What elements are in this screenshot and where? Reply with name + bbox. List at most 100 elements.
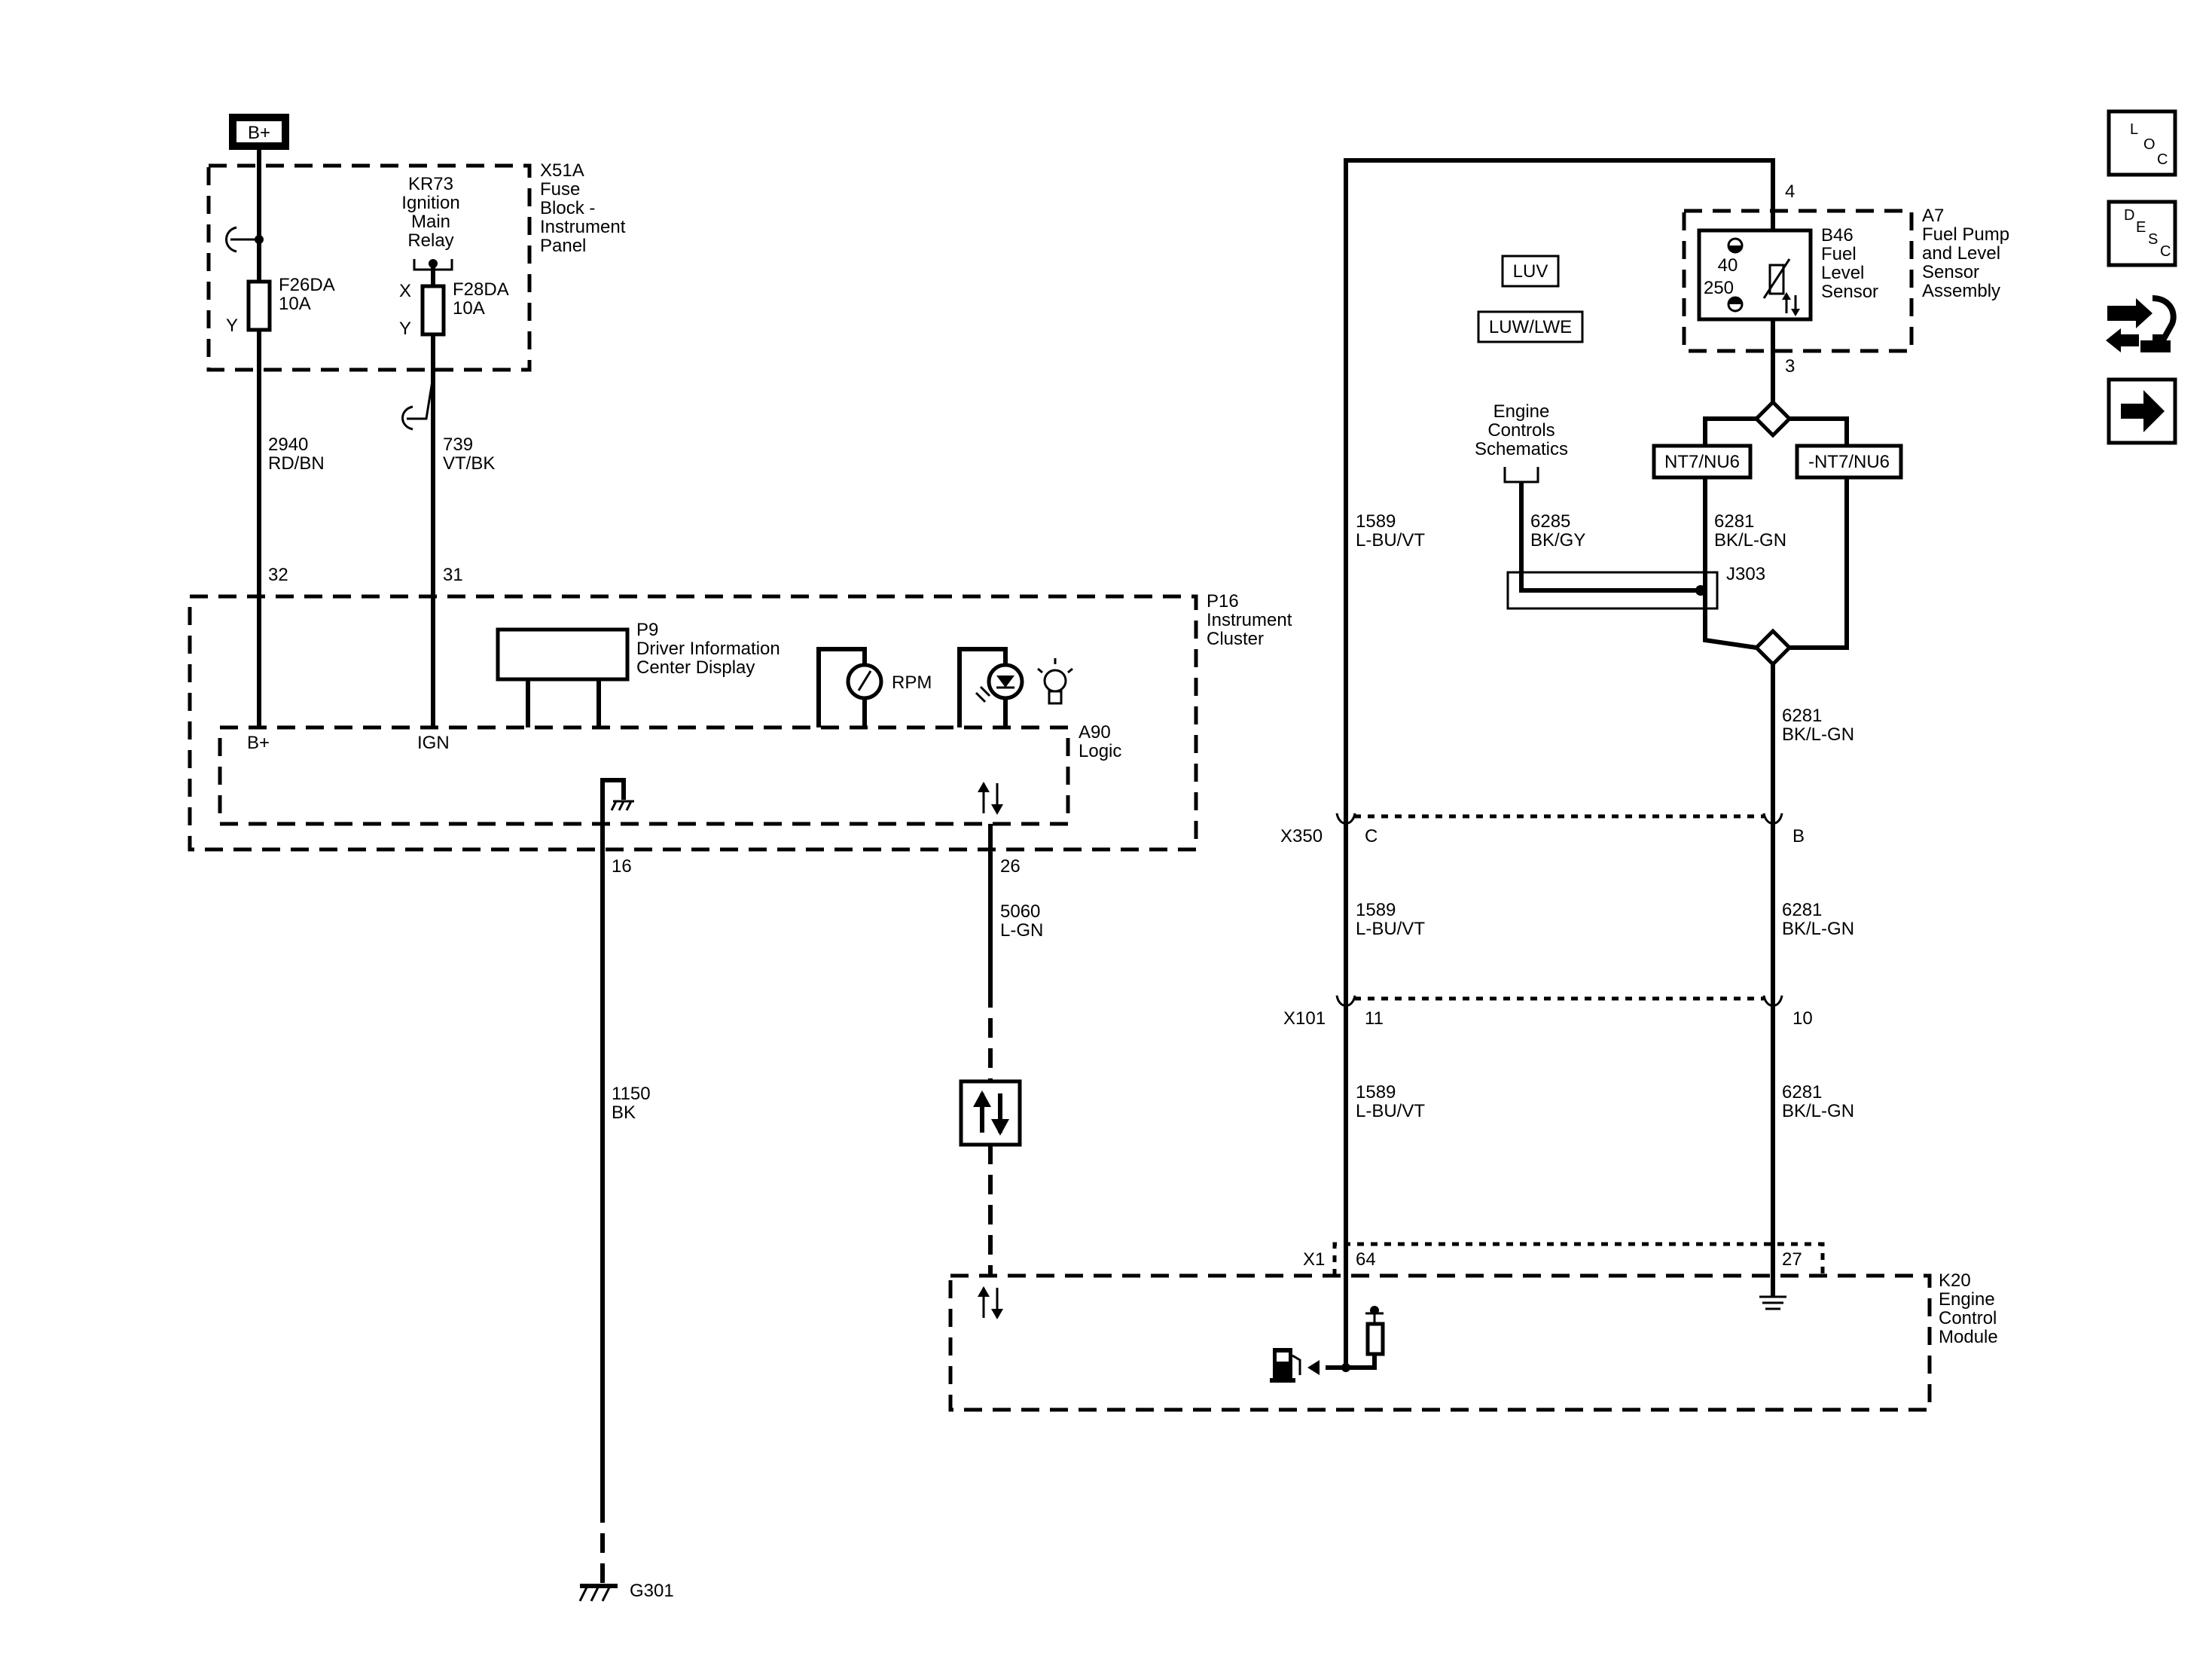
svg-text:A7: A7 [1922, 206, 1944, 226]
svg-text:Schematics: Schematics [1475, 439, 1568, 459]
svg-text:X51A: X51A [540, 160, 584, 181]
svg-text:Relay: Relay [407, 230, 453, 251]
ground-g301: G301 [578, 1581, 674, 1602]
svg-text:Y: Y [226, 316, 238, 336]
loc-button[interactable]: L O C [2107, 109, 2177, 177]
logic-boundary [218, 725, 1070, 826]
wire-1150-label: 16 1150 BK [612, 856, 651, 1123]
svg-text:F26DA: F26DA [279, 275, 335, 295]
option-not-nt7-nu6: -NT7/NU6 [1795, 444, 1903, 480]
svg-text:Panel: Panel [540, 236, 586, 256]
svg-text:250: 250 [1704, 278, 1734, 298]
fuse-f28da: F28DA 10A X Y [399, 279, 509, 431]
svg-text:Engine: Engine [1939, 1289, 1995, 1310]
svg-text:S: S [2148, 231, 2158, 248]
svg-text:-NT7/NU6: -NT7/NU6 [1808, 452, 1890, 472]
svg-text:10: 10 [1792, 1008, 1813, 1029]
splice-j303: J303 [1506, 564, 1765, 610]
svg-text:Instrument: Instrument [540, 217, 626, 237]
svg-text:O: O [2143, 136, 2156, 153]
svg-text:31: 31 [443, 565, 463, 585]
svg-text:X1: X1 [1303, 1249, 1325, 1270]
svg-text:Sensor: Sensor [1922, 262, 1979, 282]
svg-text:Module: Module [1939, 1327, 1998, 1347]
fuel-level-sensor: 40 250 B46 Fuel Level Sensor [1697, 225, 1878, 322]
svg-text:Controls: Controls [1487, 420, 1555, 441]
svg-text:X101: X101 [1283, 1008, 1326, 1029]
desc-button[interactable]: D E S C [2107, 200, 2177, 267]
option-nt7-nu6: NT7/NU6 [1652, 444, 1753, 480]
wire-1589 [1326, 158, 1775, 1370]
connector-views-icon[interactable] [2106, 295, 2177, 352]
instrument-cluster-label: P16 Instrument Cluster [1207, 591, 1292, 649]
ecm-boundary [948, 1273, 1932, 1412]
battery-terminal: B+ [229, 114, 289, 150]
svg-text:Cluster: Cluster [1207, 629, 1264, 649]
svg-text:27: 27 [1782, 1249, 1802, 1270]
svg-text:1589: 1589 [1356, 511, 1396, 532]
bulb-icon [1037, 658, 1073, 705]
svg-text:Fuel: Fuel [1821, 244, 1857, 264]
next-arrow-button[interactable] [2107, 377, 2177, 445]
svg-text:6281: 6281 [1782, 1082, 1822, 1102]
svg-text:739: 739 [443, 435, 473, 455]
svg-text:L-GN: L-GN [1000, 920, 1043, 941]
cluster-ground-symbol [600, 778, 634, 811]
connector-x101: X101 11 10 [1283, 995, 1813, 1029]
svg-text:L-BU/VT: L-BU/VT [1356, 1101, 1425, 1121]
svg-text:40: 40 [1718, 255, 1738, 276]
wire-6285-label: 6285 BK/GY [1530, 511, 1585, 550]
tachometer-gauge: RPM [816, 647, 932, 727]
fuel-pump-pin-3: 3 [1785, 356, 1795, 377]
option-luw-lwe: LUW/LWE [1477, 310, 1584, 343]
svg-text:C: C [2160, 243, 2171, 260]
svg-text:F28DA: F28DA [453, 279, 509, 300]
wire-6281-label-bottom: 6281 BK/L-GN [1782, 1082, 1854, 1121]
bplus-input-label: B+ [247, 733, 270, 753]
svg-text:6281: 6281 [1782, 900, 1822, 920]
svg-text:Engine: Engine [1493, 401, 1550, 422]
option-luv: LUV [1501, 255, 1560, 288]
wire-6281-label-lower: 6281 BK/L-GN [1782, 900, 1854, 939]
instrument-cluster-boundary [188, 594, 1198, 852]
svg-text:J303: J303 [1726, 564, 1765, 584]
wire-6281-label-upper: 6281 BK/L-GN [1714, 511, 1786, 550]
fuse-f26da: F26DA 10A Y [225, 226, 335, 336]
svg-text:10A: 10A [279, 294, 311, 314]
wire-1589-label-lower: 1589 L-BU/VT [1356, 1082, 1425, 1121]
svg-text:NT7/NU6: NT7/NU6 [1664, 452, 1740, 472]
svg-text:RPM: RPM [892, 672, 932, 693]
wire-2940-label: 2940 RD/BN 32 [268, 435, 325, 585]
cluster-data-arrows [978, 782, 1003, 815]
wire-1589-label-upper: 1589 L-BU/VT [1356, 511, 1425, 550]
svg-text:LUW/LWE: LUW/LWE [1489, 317, 1572, 337]
svg-text:P16: P16 [1207, 591, 1239, 611]
ecm-label: K20 Engine Control Module [1939, 1270, 1998, 1347]
fuse-block-label: X51A Fuse Block - Instrument Panel [540, 160, 626, 256]
svg-text:L-BU/VT: L-BU/VT [1356, 919, 1425, 939]
svg-text:Sensor: Sensor [1821, 282, 1878, 302]
svg-text:Control: Control [1939, 1308, 1997, 1328]
wire-5060-label: 26 5060 L-GN [1000, 856, 1043, 941]
svg-text:6285: 6285 [1530, 511, 1570, 532]
connector-x350: X350 C B [1280, 813, 1805, 846]
svg-text:A90: A90 [1079, 722, 1111, 743]
wire-6285 [1519, 482, 1701, 593]
ecm-data-arrows [978, 1286, 1003, 1319]
ecm-pullup-resistor [1365, 1306, 1385, 1356]
svg-text:and Level: and Level [1922, 243, 2000, 264]
ecm-ground-symbol [1759, 1276, 1786, 1310]
svg-text:6281: 6281 [1714, 511, 1754, 532]
svg-text:16: 16 [612, 856, 632, 877]
svg-text:1589: 1589 [1356, 900, 1396, 920]
svg-text:Level: Level [1821, 263, 1864, 283]
svg-text:5060: 5060 [1000, 901, 1040, 922]
svg-text:E: E [2136, 219, 2146, 236]
svg-text:BK/L-GN: BK/L-GN [1714, 530, 1786, 550]
svg-text:Ignition: Ignition [401, 193, 459, 213]
option-diamond-top [1703, 399, 1849, 650]
svg-text:D: D [2124, 207, 2134, 224]
svg-text:26: 26 [1000, 856, 1021, 877]
svg-text:C: C [2157, 151, 2168, 168]
svg-text:B+: B+ [248, 123, 270, 143]
